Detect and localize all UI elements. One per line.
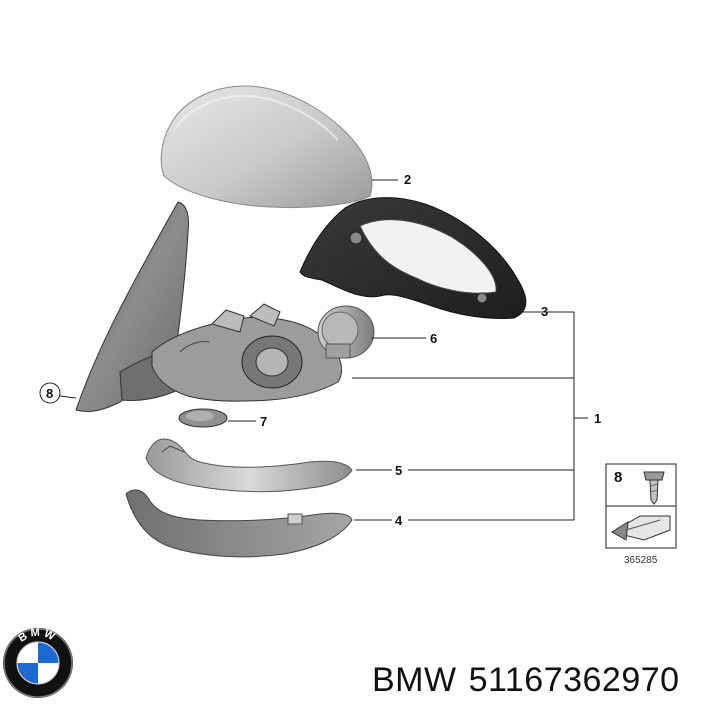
callout-2: 2 xyxy=(404,172,411,187)
callout-4: 4 xyxy=(395,513,403,528)
legend-box: 8 365285 xyxy=(605,463,677,566)
motor-drive-unit xyxy=(317,305,375,359)
logo-text: BMW xyxy=(16,627,56,645)
caption-part-number: 51167362970 xyxy=(468,661,680,699)
bottom-trim xyxy=(125,489,353,558)
svg-text:BMW: BMW xyxy=(16,627,59,645)
legend-code: 365285 xyxy=(624,555,658,566)
turn-signal-strip xyxy=(145,438,353,493)
caption-brand: BMW xyxy=(372,661,457,699)
callout-3: 3 xyxy=(541,304,548,319)
legend-number: 8 xyxy=(614,469,622,486)
cover-disc xyxy=(178,408,228,428)
arrow-icon xyxy=(610,515,671,541)
mirror-cap xyxy=(160,85,373,209)
callout-6: 6 xyxy=(430,331,437,346)
screw-icon xyxy=(643,471,665,505)
callout-8: 8 xyxy=(46,386,53,401)
leader-lines xyxy=(59,179,588,521)
mirror-actuator xyxy=(151,303,342,402)
callout-8-circle: 8 xyxy=(39,382,61,404)
part-caption: BMW 51167362970 xyxy=(372,661,680,700)
callout-5: 5 xyxy=(395,463,402,478)
bmw-logo-icon: BMW xyxy=(3,627,73,698)
callout-7: 7 xyxy=(260,414,267,429)
mirror-housing-frame xyxy=(299,197,527,319)
callout-1: 1 xyxy=(594,411,601,426)
